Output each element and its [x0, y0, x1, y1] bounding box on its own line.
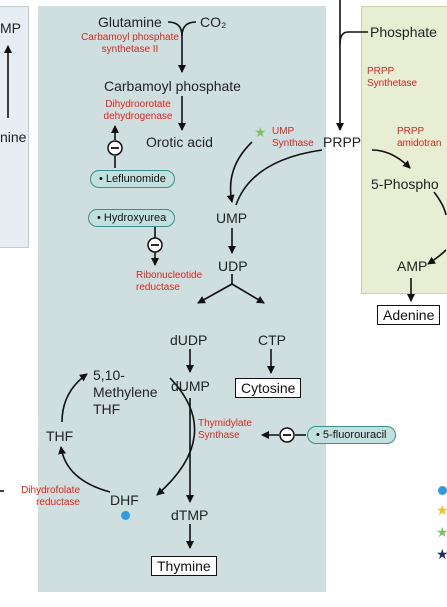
fluorouracil-drug: • 5-fluorouracil [307, 426, 396, 444]
thymine-box: Thymine [151, 556, 217, 576]
co2-label: CO₂ [200, 14, 227, 30]
dhodh-enzyme-label: Dihydroorotate dehydrogenase [103, 99, 173, 122]
hydroxyurea-drug: • Hydroxyurea [88, 209, 176, 227]
dump-label: dUMP [171, 378, 210, 394]
green-star-icon: ★ [436, 524, 447, 540]
thf-label: THF [46, 428, 74, 444]
dihydrofolate-reductase-label: Dihydrofolate reductase [21, 485, 80, 508]
glutamine-label: Glutamine [98, 14, 162, 30]
purine-panel [361, 6, 447, 294]
prpp-label: PRPP [323, 134, 362, 150]
adenine-box: Adenine [377, 305, 441, 325]
prpp-synthetase-label: PRPP Synthetase [367, 66, 418, 89]
green-star-icon: ★ [254, 124, 267, 140]
navy-star-icon: ★ [436, 546, 447, 562]
prpp-amidotransferase-label: PRPP amidotran [397, 126, 442, 149]
dhf-label: DHF [110, 492, 139, 508]
yellow-star-icon: ★ [436, 502, 447, 518]
dtmp-label: dTMP [171, 507, 209, 523]
leflunomide-drug: • Leflunomide [90, 170, 175, 188]
left-panel-bottom-label: nine [0, 129, 27, 145]
carbamoyl-phosphate-label: Carbamoyl phosphate [104, 78, 241, 94]
rnr-enzyme-label: Ribonucleotide reductase [136, 270, 203, 293]
blue-dot-icon [438, 486, 447, 495]
phospho-label: 5-Phospho [371, 176, 439, 192]
ctp-label: CTP [258, 332, 286, 348]
blue-dot-icon [121, 511, 130, 520]
cytosine-box: Cytosine [235, 378, 302, 398]
ump-synthase-label: UMP Synthase [272, 126, 314, 149]
left-panel-top-label: MP [0, 20, 21, 36]
ump-label: UMP [216, 210, 248, 226]
cps2-enzyme-label: Carbamoyl phosphate synthetase II [81, 32, 179, 55]
dudp-label: dUDP [170, 332, 208, 348]
orotic-acid-label: Orotic acid [146, 134, 213, 150]
thymidylate-synthase-label: Thymidylate Synthase [198, 418, 252, 441]
udp-label: UDP [218, 258, 248, 274]
methylene-thf-label: 5,10- Methylene THF [93, 367, 158, 417]
amp-label: AMP [397, 258, 428, 274]
phosphate-label: Phosphate [370, 24, 437, 40]
